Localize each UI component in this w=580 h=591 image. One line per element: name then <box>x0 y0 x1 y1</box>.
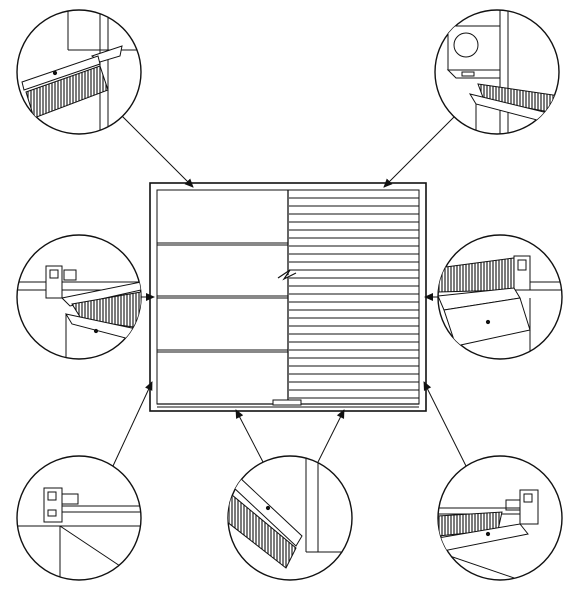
roller-slats <box>287 190 419 404</box>
bottom-sill <box>157 399 419 408</box>
side-guide-brush-left-icon <box>16 234 142 360</box>
floor-channel-left-icon <box>16 455 142 581</box>
roller-housing-brush-profile-icon <box>434 9 560 135</box>
floor-channel-right-icon <box>437 455 563 581</box>
bottom-brush-strip-icon <box>227 455 353 581</box>
door-panels <box>157 242 288 353</box>
side-guide-brush-right-icon <box>437 234 563 360</box>
break-mark <box>277 269 297 281</box>
brush-seal-head-profile-icon <box>16 9 142 135</box>
leader-arrows <box>112 115 467 467</box>
